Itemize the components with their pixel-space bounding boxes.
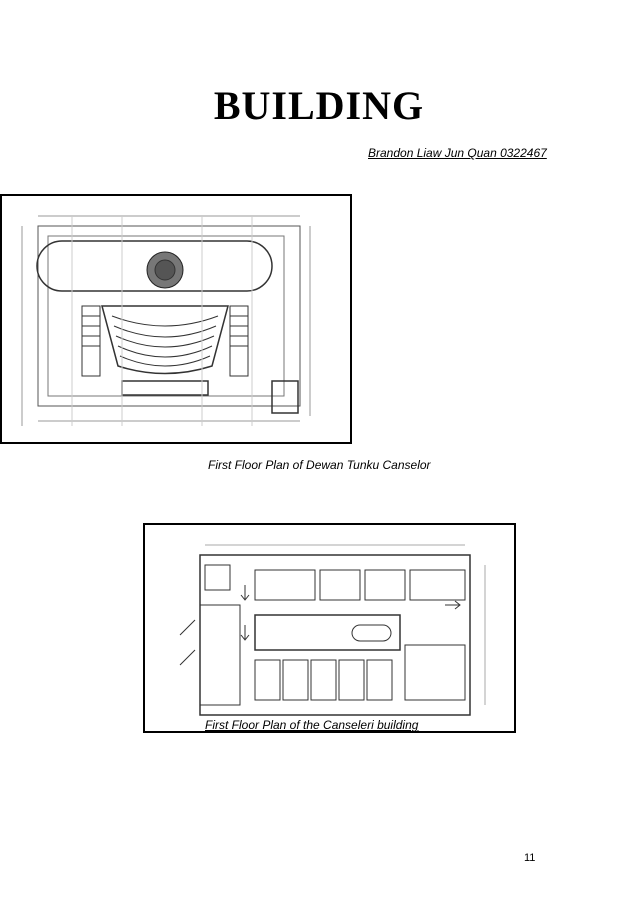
floor-plan-dewan-tunku-canselor [0,194,352,444]
page-number: 11 [524,852,536,864]
author-line: Brandon Liaw Jun Quan 0322467 [368,146,547,160]
figure-caption-1: First Floor Plan of Dewan Tunku Canselor [208,458,431,472]
figure-caption-2: First Floor Plan of the Canseleri buildi… [205,718,419,732]
page-title: BUILDING [213,83,425,128]
floor-plan-canseleri-building [143,523,516,733]
floor-plan-drawing-1 [21,215,311,426]
floor-plan-drawing-2 [179,544,486,716]
